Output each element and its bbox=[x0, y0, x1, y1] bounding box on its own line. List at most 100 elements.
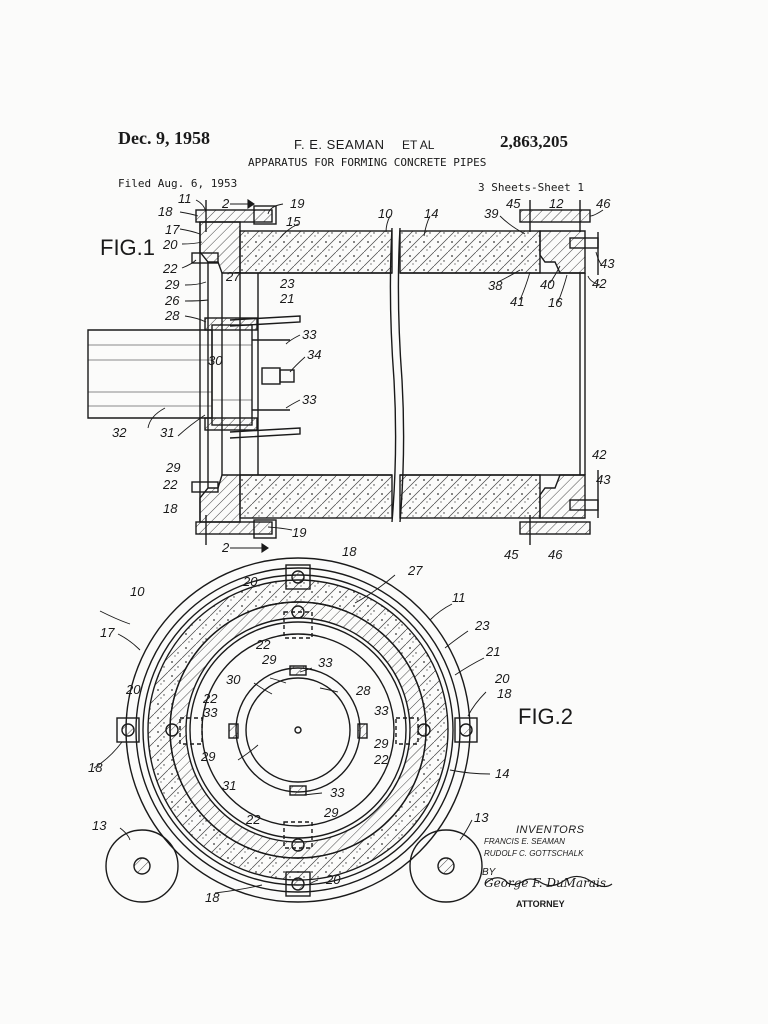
signature-stroke bbox=[484, 875, 613, 888]
ref-21-f2: 21 bbox=[485, 644, 500, 659]
et-al: ET AL bbox=[402, 138, 435, 152]
ref-20-f2-top: 20 bbox=[242, 574, 258, 589]
patent-date: Dec. 9, 1958 bbox=[118, 128, 210, 148]
break-line-right bbox=[397, 227, 405, 523]
filed-date: Filed Aug. 6, 1953 bbox=[118, 177, 238, 190]
patent-number: 2,863,205 bbox=[500, 132, 568, 151]
ref-29-top: 29 bbox=[164, 277, 179, 292]
by-label: BY bbox=[482, 867, 496, 878]
roller-right bbox=[409, 829, 483, 903]
ref-45-bottom: 45 bbox=[504, 547, 519, 562]
fig1-label: FIG.1 bbox=[100, 235, 155, 260]
ref-32: 32 bbox=[112, 425, 127, 440]
ref-18-f2-bottom: 18 bbox=[205, 890, 220, 905]
ref-13-left: 13 bbox=[92, 818, 107, 833]
inventor-1: FRANCIS E. SEAMAN bbox=[484, 837, 565, 846]
ref-31-f2: 31 bbox=[222, 778, 236, 793]
ref-20-f2-right: 20 bbox=[494, 671, 510, 686]
ref-38: 38 bbox=[488, 278, 503, 293]
ref-29-bottom: 29 bbox=[165, 460, 180, 475]
ref-33-f2-top: 33 bbox=[318, 655, 333, 670]
ref-29-f2-bottom: 29 bbox=[323, 805, 338, 820]
ref-33-f2-bottom: 33 bbox=[330, 785, 345, 800]
ref-20: 20 bbox=[162, 237, 178, 252]
ref-33-b: 33 bbox=[302, 392, 317, 407]
ref-27: 27 bbox=[225, 269, 241, 284]
ref-42-bottom: 42 bbox=[592, 447, 607, 462]
ref-10-fig1: 10 bbox=[378, 206, 393, 221]
ref-23-fig1: 23 bbox=[279, 276, 295, 291]
ref-29-f2-top: 29 bbox=[261, 652, 276, 667]
ref-20-f2-bottom: 20 bbox=[325, 872, 341, 887]
ref-22-f2-right: 22 bbox=[373, 752, 389, 767]
ref-17-f2: 17 bbox=[100, 625, 115, 640]
ref-29-f2-left: 29 bbox=[200, 749, 215, 764]
ref-18-top: 18 bbox=[158, 204, 173, 219]
pipe-wall-bottom-left bbox=[239, 474, 393, 519]
ref-22-bottom: 22 bbox=[162, 477, 178, 492]
fig2-label: FIG.2 bbox=[518, 704, 573, 729]
left-flange-bottom bbox=[195, 521, 273, 535]
section-mark-bottom: 2 bbox=[221, 540, 230, 555]
ref-30-fig1: 30 bbox=[208, 353, 223, 368]
attorney-label: ATTORNEY bbox=[516, 899, 565, 909]
ref-46-top: 46 bbox=[596, 196, 611, 211]
inventor-name: F. E. SEAMAN bbox=[294, 137, 385, 152]
ref-19-top: 19 bbox=[290, 196, 304, 211]
fig2-end-view bbox=[105, 557, 483, 903]
ref-43-bottom: 43 bbox=[596, 472, 611, 487]
sheet-info: 3 Sheets-Sheet 1 bbox=[478, 181, 584, 194]
ref-40: 40 bbox=[540, 277, 555, 292]
ref-26: 26 bbox=[164, 293, 180, 308]
ref-14-fig1: 14 bbox=[424, 206, 438, 221]
ref-45-top: 45 bbox=[506, 196, 521, 211]
break-line-left bbox=[389, 227, 397, 523]
inventors-heading: INVENTORS bbox=[516, 824, 585, 836]
ref-20-f2-left: 20 bbox=[125, 682, 141, 697]
ref-22-top: 22 bbox=[162, 261, 178, 276]
ref-34: 34 bbox=[307, 347, 321, 362]
ref-18-f2-right: 18 bbox=[497, 686, 512, 701]
right-end-ring-bottom bbox=[539, 474, 586, 519]
attorney-signature: George F. DuMarais bbox=[484, 876, 607, 890]
left-flange-top bbox=[195, 209, 273, 223]
ref-14-f2: 14 bbox=[495, 766, 509, 781]
ref-22-f2-left: 22 bbox=[202, 691, 218, 706]
ref-10-f2: 10 bbox=[130, 584, 145, 599]
ref-33-f2-left: 33 bbox=[203, 705, 218, 720]
ref-28-f2: 28 bbox=[355, 683, 371, 698]
ref-42-top: 42 bbox=[592, 276, 607, 291]
ref-19-bottom: 19 bbox=[292, 525, 306, 540]
ref-18-bottom: 18 bbox=[163, 501, 178, 516]
hub-31 bbox=[211, 324, 253, 426]
ref-11: 11 bbox=[178, 191, 192, 206]
ref-22-f2-bottom: 22 bbox=[245, 812, 261, 827]
patent-title: APPARATUS FOR FORMING CONCRETE PIPES bbox=[248, 156, 487, 169]
ref-28: 28 bbox=[164, 308, 180, 323]
ref-21-fig1: 21 bbox=[279, 291, 294, 306]
ref-39: 39 bbox=[484, 206, 498, 221]
pipe-wall-top-right bbox=[399, 230, 541, 274]
ref-33-a: 33 bbox=[302, 327, 317, 342]
ref-16: 16 bbox=[548, 295, 563, 310]
ref-41: 41 bbox=[510, 294, 524, 309]
ref-33-f2-right: 33 bbox=[374, 703, 389, 718]
ref-23-f2: 23 bbox=[474, 618, 490, 633]
ref-18-f2-top: 18 bbox=[342, 544, 357, 559]
ref-18-f2-left: 18 bbox=[88, 760, 103, 775]
ref-30-f2: 30 bbox=[226, 672, 241, 687]
inventor-2: RUDOLF C. GOTTSCHALK bbox=[484, 849, 584, 858]
ref-29-f2-right: 29 bbox=[373, 736, 388, 751]
ref-22-f2-top: 22 bbox=[255, 637, 271, 652]
ref-13-right: 13 bbox=[474, 810, 489, 825]
ref-46-bottom: 46 bbox=[548, 547, 563, 562]
ref-43-top: 43 bbox=[600, 256, 615, 271]
pipe-wall-bottom-right bbox=[399, 474, 541, 519]
ref-15: 15 bbox=[286, 214, 301, 229]
ref-31-fig1: 31 bbox=[160, 425, 174, 440]
ref-27-f2: 27 bbox=[407, 563, 423, 578]
ref-12: 12 bbox=[549, 196, 564, 211]
shaft-32 bbox=[87, 329, 213, 419]
pipe-wall-top-left bbox=[239, 230, 393, 274]
